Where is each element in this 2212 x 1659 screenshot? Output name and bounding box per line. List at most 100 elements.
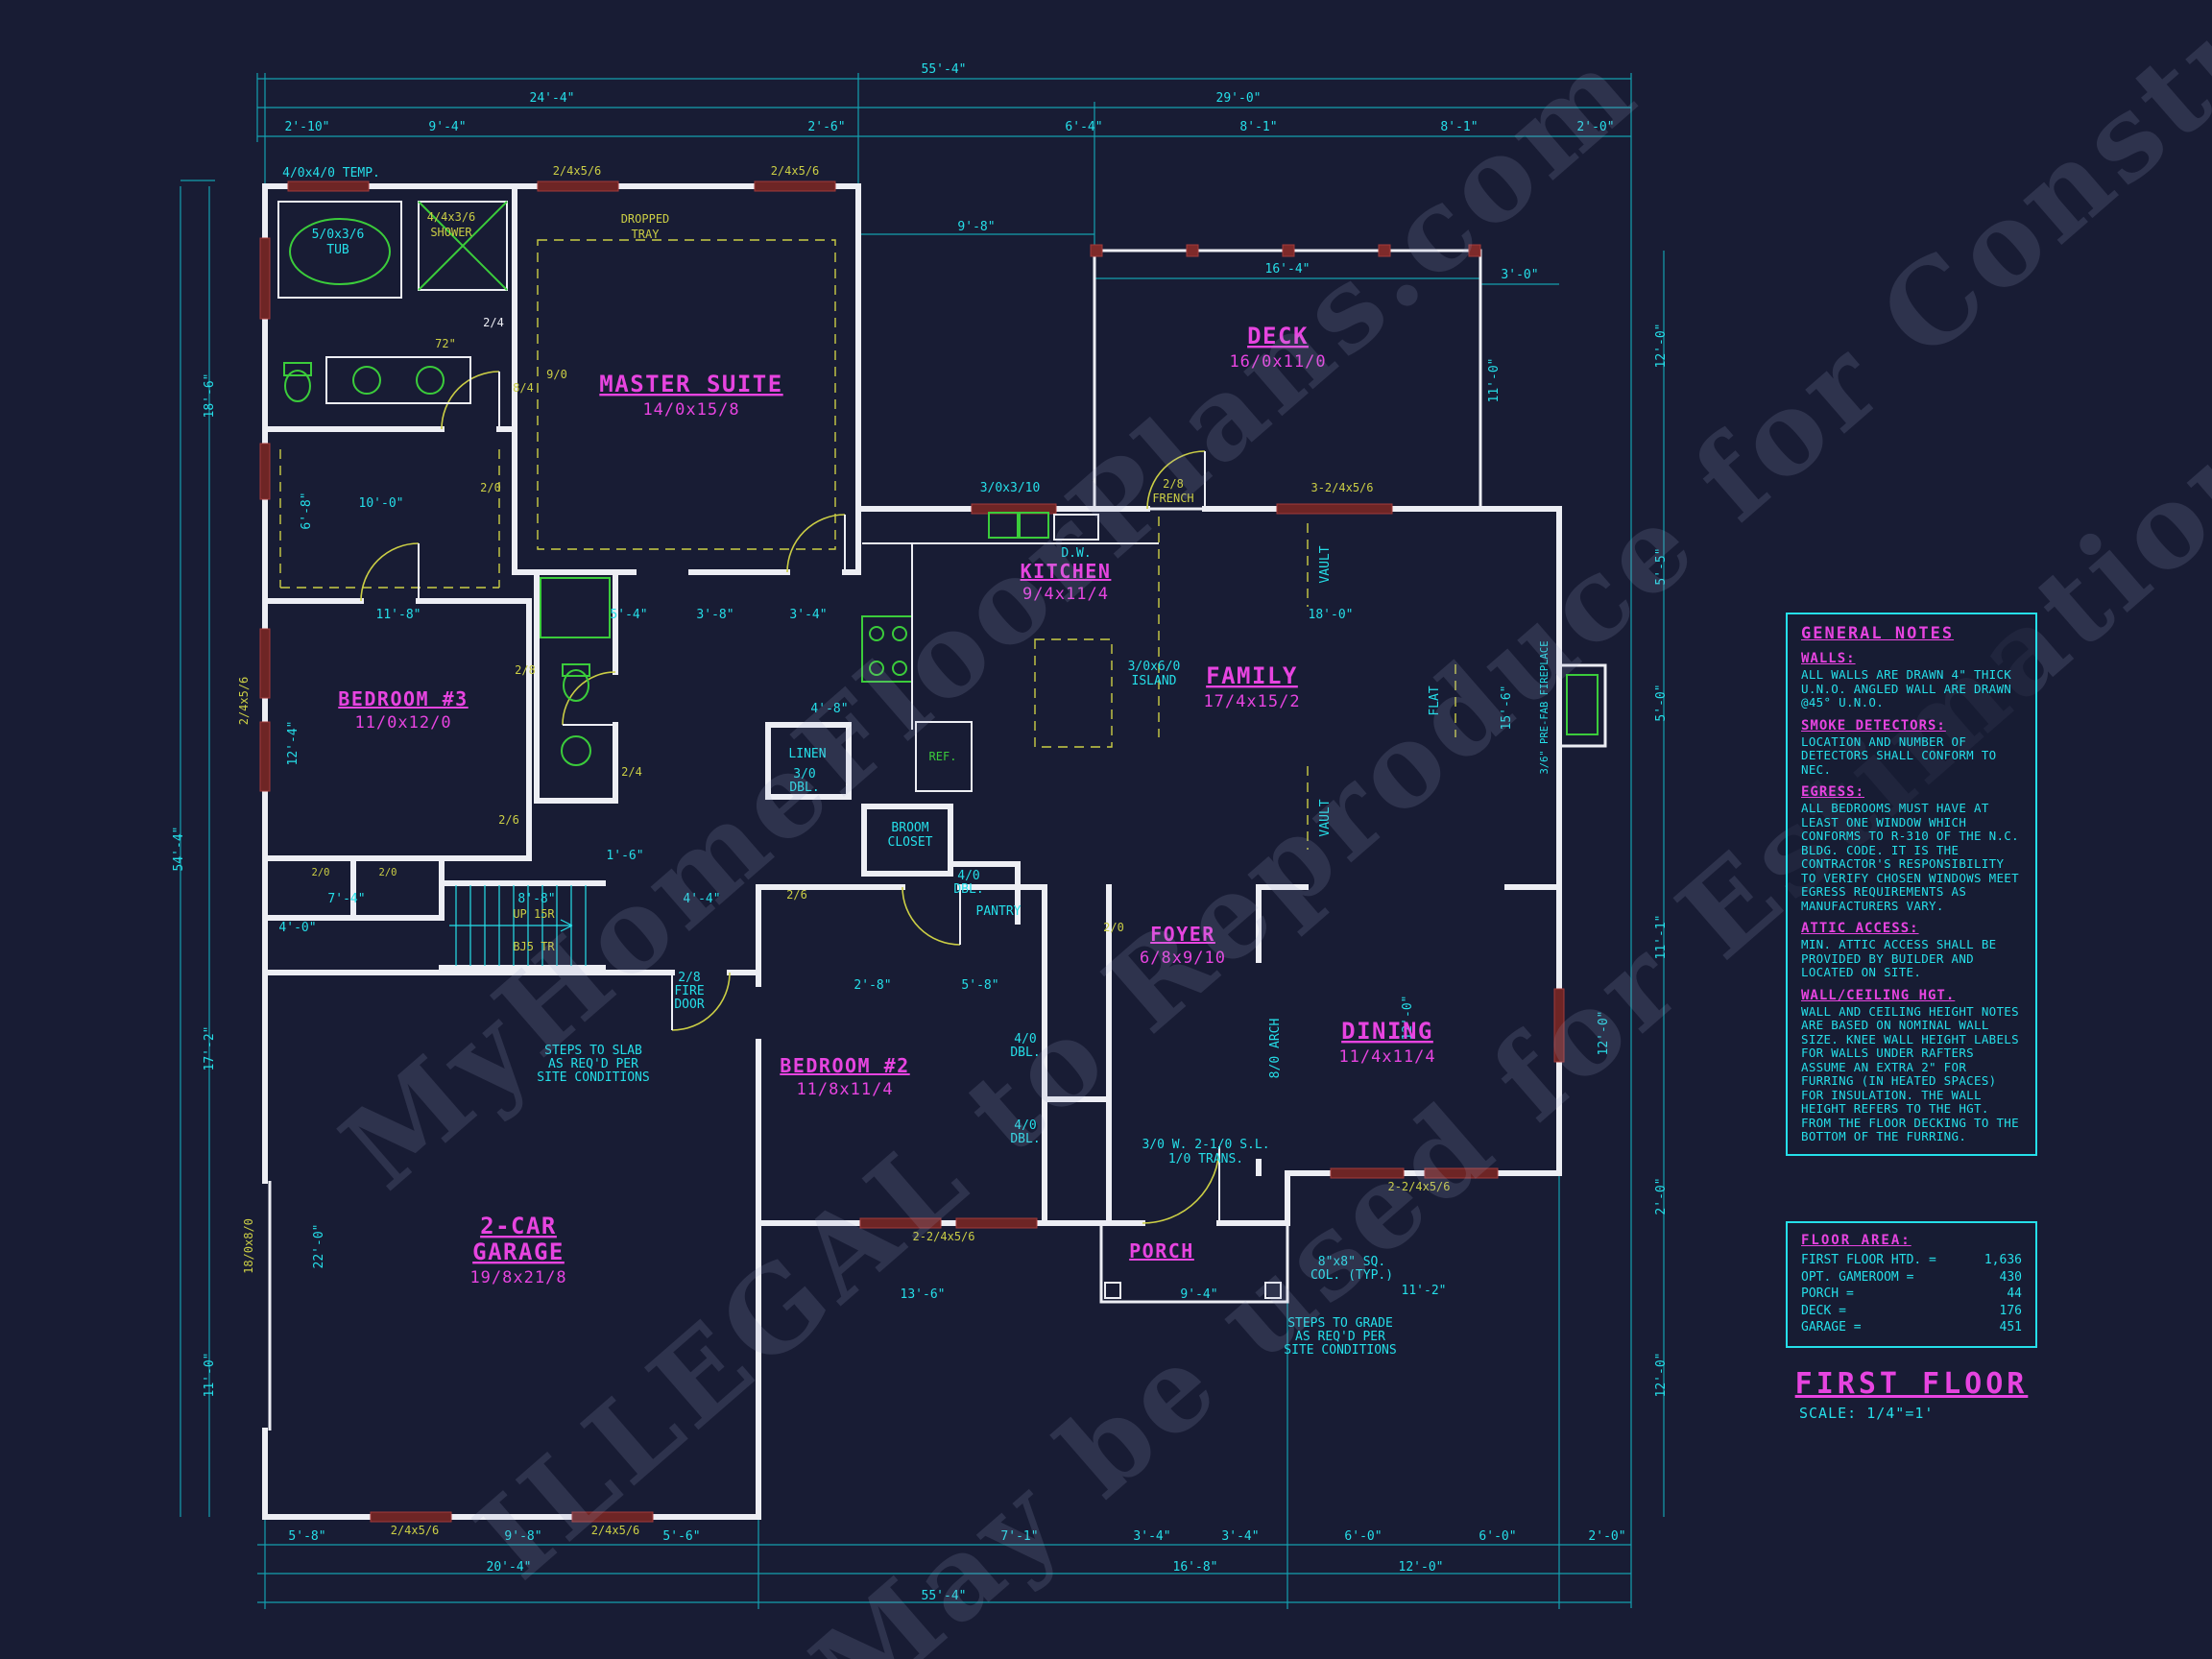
dim-label: 54'-4" [172, 827, 186, 872]
dim-label: 5'-8" [288, 1529, 325, 1544]
island-label: 3/0x6/0 [1128, 660, 1181, 674]
dim-label: 11'-1" [1654, 915, 1669, 960]
general-notes-panel: GENERAL NOTES WALLS: ALL WALLS ARE DRAWN… [1786, 613, 2037, 1156]
dim-label: 29'-0" [1216, 91, 1262, 106]
dim-label: 8'-1" [1440, 120, 1478, 134]
kitchen-sink [988, 512, 1019, 539]
window-label: 2/4x5/6 [553, 164, 602, 178]
garage-door-label: 18/0x8/0 [242, 1218, 255, 1274]
dim-label: 16'-4" [1265, 262, 1310, 276]
door-label: DBL. [789, 781, 819, 795]
dim-label: 55'-4" [922, 1589, 967, 1603]
fire-door-label: 2/8 [678, 971, 700, 985]
window-label: 2/4x5/6 [237, 677, 251, 726]
area-label: OPT. GAMEROOM = [1801, 1269, 1914, 1285]
dimension-labels-top: 55'-4" 24'-4" 29'-0" 2'-10" 9'-4" 2'-6" … [285, 62, 1615, 282]
room-label-master-suite: MASTER SUITE [599, 371, 782, 397]
area-label: PORCH = [1801, 1286, 1854, 1302]
window-label: 2/4x5/6 [771, 164, 820, 178]
floor-area-row: PORCH = 44 [1801, 1286, 2022, 1303]
bath-fixtures [277, 201, 611, 766]
dim-label: 16'-8" [1173, 1560, 1218, 1575]
dim-label: 2'-10" [285, 120, 330, 134]
dim-label: 6'-8" [300, 492, 314, 529]
annotation: TUB [326, 243, 349, 257]
note-body: MIN. ATTIC ACCESS SHALL BE PROVIDED BY B… [1801, 937, 1997, 979]
arch-label: 8/0 ARCH [1268, 1019, 1283, 1079]
refrigerator [915, 721, 973, 792]
dim-label: 11'-8" [376, 608, 421, 622]
floor-area-row: GARAGE = 451 [1801, 1319, 2022, 1336]
dim-label: 11'-0" [203, 1353, 217, 1398]
toilet [284, 370, 311, 402]
dim-label: 5'-0" [1654, 684, 1669, 721]
note-section-walls: WALLS: ALL WALLS ARE DRAWN 4" THICK U.N.… [1801, 651, 2022, 710]
dim-label: 20'-4" [487, 1560, 532, 1575]
sink [416, 366, 445, 395]
area-value: 1,636 [1984, 1253, 2022, 1267]
room-size-family: 17/4x15/2 [1203, 692, 1300, 711]
dim-label: 5'-5" [1654, 547, 1669, 585]
room-label-porch: PORCH [1129, 1239, 1194, 1262]
area-value: 176 [1999, 1303, 2022, 1318]
note-section-attic-access: ATTIC ACCESS: MIN. ATTIC ACCESS SHALL BE… [1801, 921, 2022, 980]
dim-label: 18'-0" [1309, 608, 1354, 622]
floor-area-panel: FLOOR AREA: FIRST FLOOR HTD. = 1,636 OPT… [1786, 1221, 2037, 1348]
dim-label: 2'-6" [807, 120, 845, 134]
dim-label: 9'-8" [957, 220, 995, 234]
note-heading: WALLS: [1801, 651, 1856, 666]
ceiling-dashed-lines [279, 239, 1456, 850]
general-notes-title: GENERAL NOTES [1801, 624, 1955, 643]
room-size-kitchen: 9/4x11/4 [1022, 585, 1109, 604]
fireplace-insert [1566, 674, 1599, 735]
vault-label: VAULT [1318, 799, 1333, 836]
window-label: 2/4x5/6 [591, 1524, 640, 1537]
room-label-kitchen: KITCHEN [1021, 560, 1112, 583]
island-outline [1034, 638, 1113, 748]
dim-label: 2'-0" [1654, 1177, 1669, 1214]
note-body: WALL AND CEILING HEIGHT NOTES ARE BASED … [1801, 1003, 2019, 1143]
dimension-rails [180, 73, 1665, 1609]
door-label: 4/0 [957, 869, 979, 883]
door-label: 2/8 [1163, 477, 1184, 491]
sheet-scale: SCALE: 1/4"=1' [1799, 1405, 1935, 1422]
annotation: TRAY [632, 228, 661, 241]
dim-label: 3'-4" [1133, 1529, 1170, 1544]
dim-label: 8'-8" [517, 892, 555, 906]
dim-label: 8'-1" [1239, 120, 1277, 134]
stairs [449, 885, 587, 966]
steps-note: STEPS TO SLAB [544, 1044, 642, 1058]
note-body: ALL BEDROOMS MUST HAVE AT LEAST ONE WIND… [1801, 801, 2019, 913]
dimension-labels-interior: 11'-8" 5'-4" 3'-8" 3'-4" 18'-0" 4'-8" 8'… [278, 608, 1415, 1040]
annotation: SHOWER [430, 226, 472, 239]
annotation: 4/0x4/0 TEMP. [282, 166, 380, 180]
dropped-tray-outline [537, 239, 836, 550]
sink [352, 366, 381, 395]
note-heading: WALL/CEILING HGT. [1801, 987, 1956, 1003]
dim-label: 5'-8" [961, 978, 998, 993]
annotation: 5/0x3/6 [312, 228, 365, 242]
sheet-title: FIRST FLOOR [1794, 1367, 2029, 1401]
area-label: GARAGE = [1801, 1320, 1862, 1335]
dim-label: 10'-0" [359, 496, 404, 511]
vault-label: VAULT [1318, 545, 1333, 583]
dim-label: 11'-2" [1402, 1284, 1447, 1298]
room-label-bedroom-2: BEDROOM #2 [780, 1054, 909, 1077]
linen-label: LINEN [788, 747, 826, 761]
entry-door-label: 3/0 W. 2-1/0 S.L. [1142, 1138, 1269, 1152]
stair-note: BJ5 TR [513, 940, 555, 953]
dim-label: 4'-4" [683, 892, 720, 906]
doors [360, 371, 1220, 1224]
dimension-labels-left: 18'-6" 54'-4" 12'-4" 6'-8" 10'-0" 17'-2"… [172, 373, 403, 1398]
dim-label: 6'-4" [1065, 120, 1102, 134]
shower [418, 201, 508, 291]
room-labels: MASTER SUITE 14/0x15/8 DECK 16/0x11/0 KI… [338, 323, 1434, 1287]
room-label-garage: GARAGE [472, 1238, 565, 1265]
note-body: LOCATION AND NUMBER OF DETECTORS SHALL C… [1801, 733, 1997, 777]
note-section-egress: EGRESS: ALL BEDROOMS MUST HAVE AT LEAST … [1801, 784, 2022, 913]
annotation: 4/4x3/6 [427, 210, 476, 224]
kitchen-fixtures [861, 512, 1599, 792]
dim-label: 9'-8" [504, 1529, 541, 1544]
